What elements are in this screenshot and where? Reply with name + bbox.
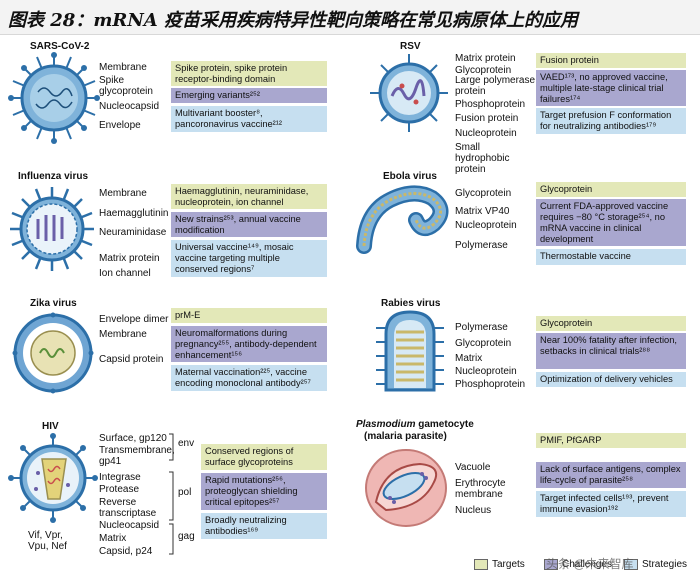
hiv-label-nucleocapsid: Nucleocapsid xyxy=(99,520,160,531)
sars-label-nucleocapsid: Nucleocapsid xyxy=(99,101,160,112)
hiv-label-capsid: Capsid, p24 xyxy=(99,546,153,557)
rabies-label-glycoprotein: Glycoprotein xyxy=(455,338,512,349)
rsv-label-fusion: Fusion protein xyxy=(455,113,519,124)
legend: Targets Challenges Strategies xyxy=(452,554,692,576)
hiv-challenge-box: Rapid mutations²⁵⁶, proteoglycan shieldi… xyxy=(201,473,327,510)
figure-title-bar: 图表 28：mRNA 疫苗采用疾病特异性靶向策略在常见病原体上的应用 xyxy=(0,0,700,35)
hiv-group-brackets xyxy=(169,433,174,555)
sars-challenge-box: Emerging variants²⁵² xyxy=(171,88,327,103)
influenza-challenge-box: New strains²⁵³, annual vaccine modificat… xyxy=(171,212,327,237)
hiv-label-protease: Protease xyxy=(99,484,140,495)
rabies-label-nucleoprotein: Nucleoprotein xyxy=(455,366,517,377)
zika-title: Zika virus xyxy=(30,298,77,309)
hiv-label-reverse-transcriptase: Reverse transcriptase xyxy=(99,497,157,519)
ebola-label-matrix: Matrix VP40 xyxy=(455,206,510,217)
rsv-virus-illustration xyxy=(370,54,448,132)
influenza-label-ion-channel: Ion channel xyxy=(99,268,151,279)
influenza-strategy-box: Universal vaccine¹⁴⁹, mosaic vaccine tar… xyxy=(171,240,327,277)
plasmodium-label-nucleus: Nucleus xyxy=(455,505,492,516)
legend-label-strategies: Strategies xyxy=(642,559,688,570)
rsv-label-matrix: Matrix protein xyxy=(455,53,516,64)
sars-title: SARS-CoV-2 xyxy=(30,41,90,52)
rabies-title: Rabies virus xyxy=(381,298,441,309)
hiv-group-env: env xyxy=(178,438,195,449)
plasmodium-title: Plasmodium gametocyte xyxy=(356,419,474,430)
watermark: 头条 @未来智库 xyxy=(546,557,634,571)
rabies-challenge-box: Near 100% fatality after infection, setb… xyxy=(536,333,686,369)
rsv-strategy-box: Target prefusion F conformation for neut… xyxy=(536,108,686,134)
zika-strategy-box: Maternal vaccination²²⁵, vaccine encodin… xyxy=(171,365,327,391)
plasmodium-subtitle: (malaria parasite) xyxy=(364,431,447,442)
hiv-label-matrix: Matrix xyxy=(99,533,127,544)
ebola-target-box: Glycoprotein xyxy=(536,182,686,197)
rsv-title: RSV xyxy=(400,41,421,52)
hiv-target-box: Conserved regions of surface glycoprotei… xyxy=(201,444,327,470)
rsv-label-phosphoprotein: Phosphoprotein xyxy=(455,99,526,110)
plasmodium-illustration xyxy=(365,449,447,527)
zika-target-box: prM-E xyxy=(171,308,327,323)
hiv-group-gag: gag xyxy=(178,531,195,542)
sars-strategy-box: Multivariant booster⁸, pancoronavirus va… xyxy=(171,106,327,132)
influenza-title: Influenza virus xyxy=(18,171,89,182)
legend-label-challenges: Challenges xyxy=(562,559,613,570)
sars-target-box: Spike protein, spike protein receptor-bi… xyxy=(171,61,327,86)
zika-virus-illustration xyxy=(12,312,94,394)
hiv-group-pol: pol xyxy=(178,487,192,498)
plasmodium-title-rest: gametocyte xyxy=(415,419,474,430)
legend-swatch-targets xyxy=(474,559,488,570)
rsv-target-box: Fusion protein xyxy=(536,53,686,68)
rabies-label-phosphoprotein: Phosphoprotein xyxy=(455,379,526,390)
hiv-label-accessory: Vif, Vpr, Vpu, Nef xyxy=(28,530,67,552)
legend-swatch-challenges xyxy=(544,559,558,570)
influenza-virus-illustration xyxy=(10,187,94,271)
hiv-label-integrase: Integrase xyxy=(99,472,141,483)
sars-virus-illustration xyxy=(8,52,100,144)
hiv-label-transmembrane: Transmembrane, gp41 xyxy=(99,445,175,467)
plasmodium-title-italic: Plasmodium xyxy=(356,419,416,430)
legend-label-targets: Targets xyxy=(492,559,525,570)
legend-swatch-strategies xyxy=(624,559,638,570)
rabies-label-polymerase: Polymerase xyxy=(455,322,508,333)
rsv-label-nucleoprotein: Nucleoprotein xyxy=(455,128,517,139)
influenza-label-matrix: Matrix protein xyxy=(99,253,160,264)
hiv-label-surface: Surface, gp120 xyxy=(99,433,167,444)
ebola-strategy-box: Thermostable vaccine xyxy=(536,249,686,265)
rsv-label-small-hydrophobic: Small hydrophobic protein xyxy=(455,142,510,175)
ebola-label-glycoprotein: Glycoprotein xyxy=(455,188,512,199)
ebola-label-nucleoprotein: Nucleoprotein xyxy=(455,220,517,231)
rabies-strategy-box: Optimization of delivery vehicles xyxy=(536,372,686,387)
rabies-target-box: Glycoprotein xyxy=(536,316,686,331)
rsv-label-glycoprotein: Glycoprotein xyxy=(455,65,512,76)
figure-title: 图表 28：mRNA 疫苗采用疾病特异性靶向策略在常见病原体上的应用 xyxy=(8,10,579,31)
influenza-label-neuraminidase: Neuraminidase xyxy=(99,227,167,238)
sars-label-spike: Spike glycoprotein xyxy=(99,75,153,97)
rsv-label-polymerase: Large polymerase protein xyxy=(455,75,536,97)
hiv-title: HIV xyxy=(42,421,59,432)
influenza-label-membrane: Membrane xyxy=(99,188,147,199)
zika-label-envelope-dimer: Envelope dimer xyxy=(99,314,169,325)
plasmodium-target-box: PMIF, PfGARP xyxy=(536,433,686,448)
rabies-virus-illustration xyxy=(376,310,444,392)
ebola-virus-illustration xyxy=(356,185,449,254)
rsv-challenge-box: VAED¹⁷³, no approved vaccine, multiple l… xyxy=(536,70,686,106)
sars-label-membrane: Membrane xyxy=(99,62,147,73)
ebola-label-polymerase: Polymerase xyxy=(455,240,508,251)
plasmodium-strategy-box: Target infected cells¹⁹³, prevent immune… xyxy=(536,491,686,517)
plasmodium-label-vacuole: Vacuole xyxy=(455,462,491,473)
influenza-label-haemagglutinin: Haemagglutinin xyxy=(99,208,169,219)
sars-label-envelope: Envelope xyxy=(99,120,141,131)
hiv-strategy-box: Broadly neutralizing antibodies¹⁶⁹ xyxy=(201,513,327,539)
plasmodium-challenge-box: Lack of surface antigens, complex life-c… xyxy=(536,462,686,488)
hiv-virus-illustration xyxy=(8,433,98,523)
ebola-title: Ebola virus xyxy=(383,171,437,182)
zika-label-capsid: Capsid protein xyxy=(99,354,164,365)
rabies-label-matrix: Matrix xyxy=(455,353,483,364)
zika-challenge-box: Neuromalformations during pregnancy²⁵⁵, … xyxy=(171,326,327,362)
plasmodium-label-erythrocyte: Erythrocyte membrane xyxy=(455,478,506,500)
zika-label-membrane: Membrane xyxy=(99,329,147,340)
influenza-target-box: Haemagglutinin, neuraminidase, nucleopro… xyxy=(171,184,327,209)
ebola-challenge-box: Current FDA-approved vaccine requires −8… xyxy=(536,199,686,246)
